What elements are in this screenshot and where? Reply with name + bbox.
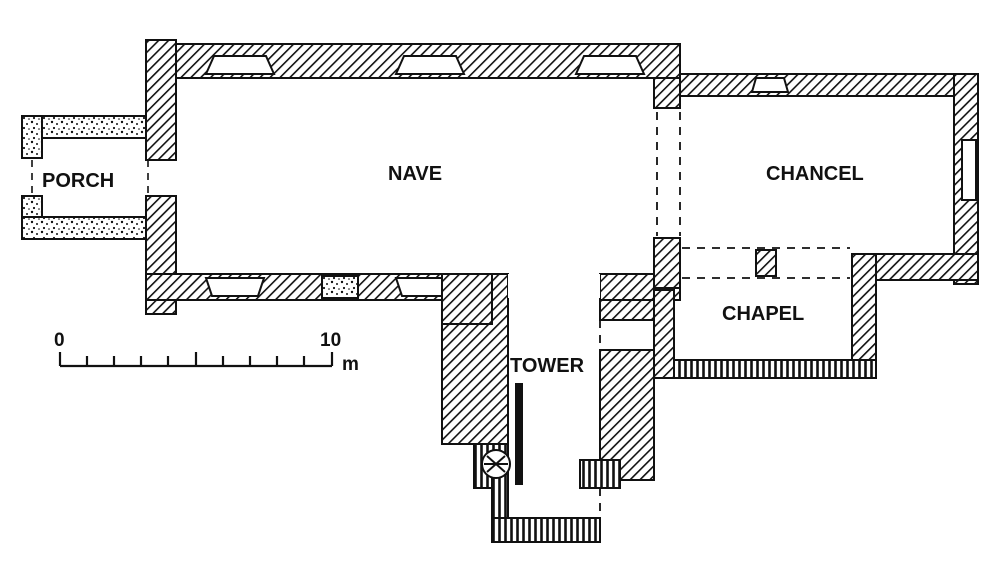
dashed-lines xyxy=(599,112,850,518)
porch-label: PORCH xyxy=(42,170,114,192)
tower-label: TOWER xyxy=(510,355,585,377)
chapel-label: CHAPEL xyxy=(722,303,804,325)
nave-north-windows xyxy=(204,55,646,75)
scale-unit-label: m xyxy=(342,354,359,375)
tower-walls xyxy=(441,273,655,543)
chancel-walls xyxy=(679,73,979,373)
nave-south-windows xyxy=(204,275,458,299)
scale-bar xyxy=(58,352,334,368)
scale-end-label: 10 xyxy=(320,330,341,351)
scale-start-label: 0 xyxy=(54,330,65,351)
nave-label: NAVE xyxy=(388,163,442,185)
chancel-label: CHANCEL xyxy=(766,163,864,185)
